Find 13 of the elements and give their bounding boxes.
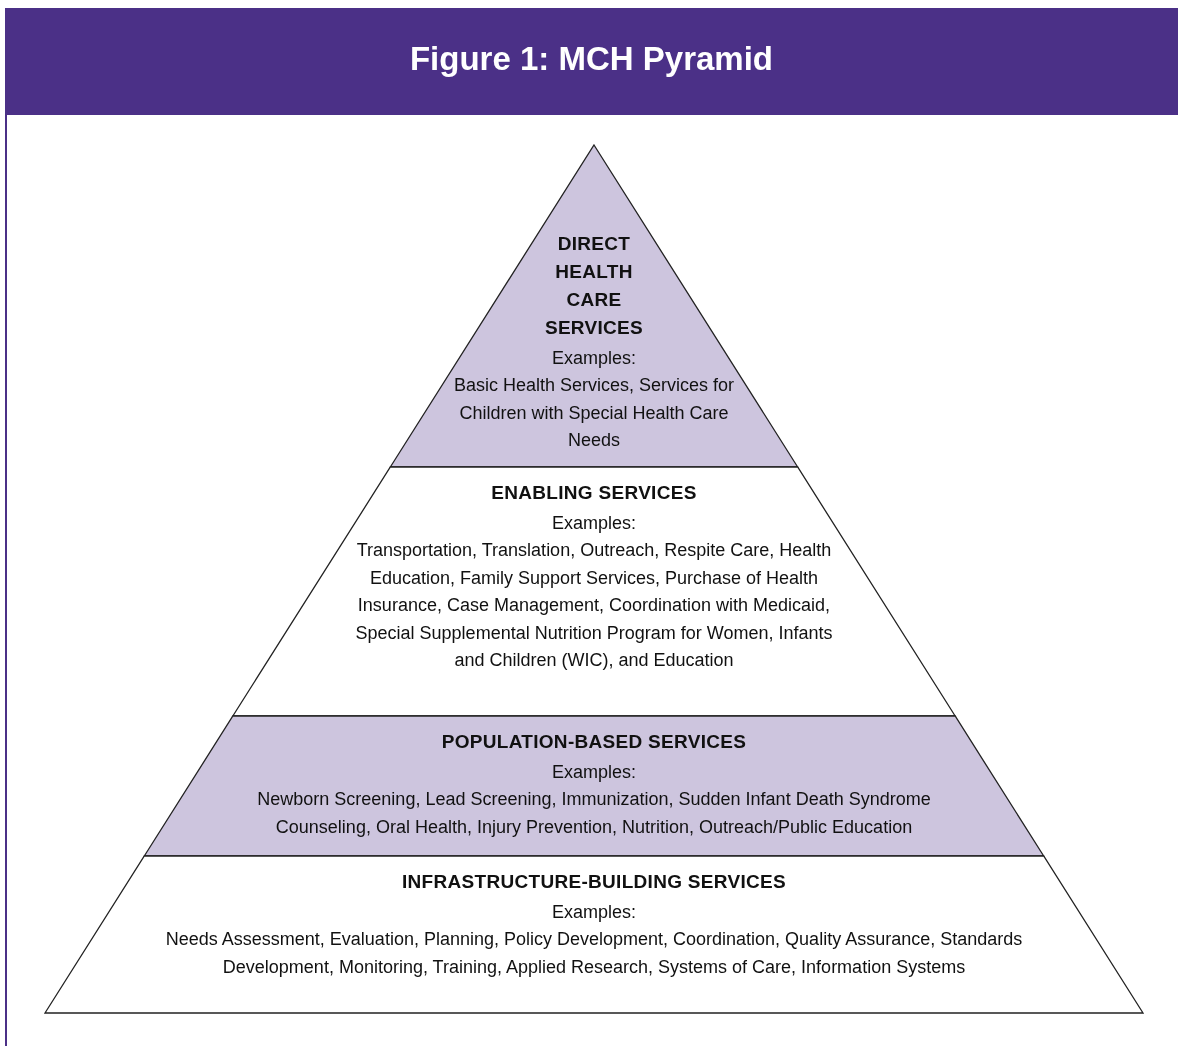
tier-heading: POPULATION-BASED SERVICES bbox=[441, 730, 747, 754]
examples-list: Needs Assessment, Evaluation, Planning, Policy Development, Coordination, Quality Assurance, Standards Development, Monitoring, Training, Applied Research, Systems of Care, Information Systems bbox=[114, 926, 1074, 981]
tier-heading: DIRECT HEALTH CARE SERVICES bbox=[543, 232, 645, 340]
examples-label: Examples: bbox=[551, 901, 636, 924]
examples-list: Basic Health Services, Services for Children with Special Health Care Needs bbox=[434, 372, 754, 455]
figure-title: Figure 1: MCH Pyramid bbox=[408, 40, 775, 78]
examples-list: Newborn Screening, Lead Screening, Immunization, Sudden Infant Death Syndrome Counseling, Oral Health, Injury Prevention, Nutrition, Outreach/Public Education bbox=[214, 786, 974, 841]
examples-label: Examples: bbox=[551, 512, 636, 535]
examples-label: Examples: bbox=[551, 761, 636, 784]
tier-heading: ENABLING SERVICES bbox=[491, 481, 697, 505]
examples-label: Examples: bbox=[551, 347, 636, 370]
examples-list: Transportation, Translation, Outreach, Respite Care, Health Education, Family Support Services, Purchase of Health Insurance, Case Management, Coordination with Medicaid, Special Supplemental Nutrition Program for Women, Infants and Children (WIC), and Education bbox=[344, 537, 844, 675]
tier-heading: INFRASTRUCTURE-BUILDING SERVICES bbox=[402, 870, 786, 894]
